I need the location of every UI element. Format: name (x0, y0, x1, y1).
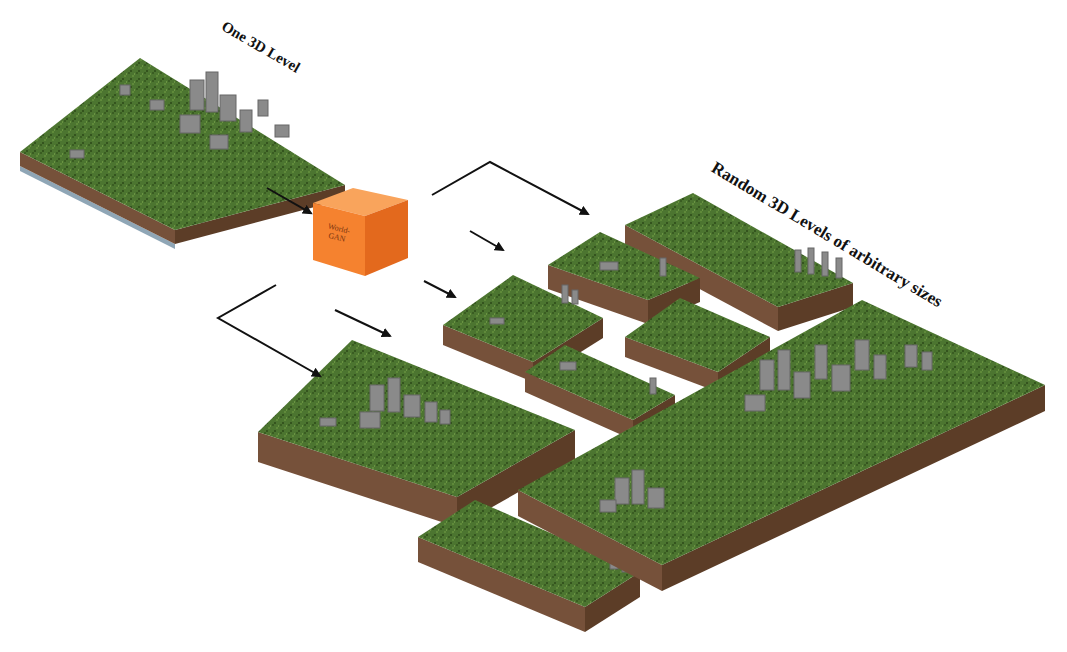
input-level: One 3D Level (20, 10, 345, 188)
world-gan-cube: World-GAN (313, 188, 408, 278)
level-heading: One 3D Level (219, 18, 303, 76)
flow-arrow (267, 188, 311, 213)
